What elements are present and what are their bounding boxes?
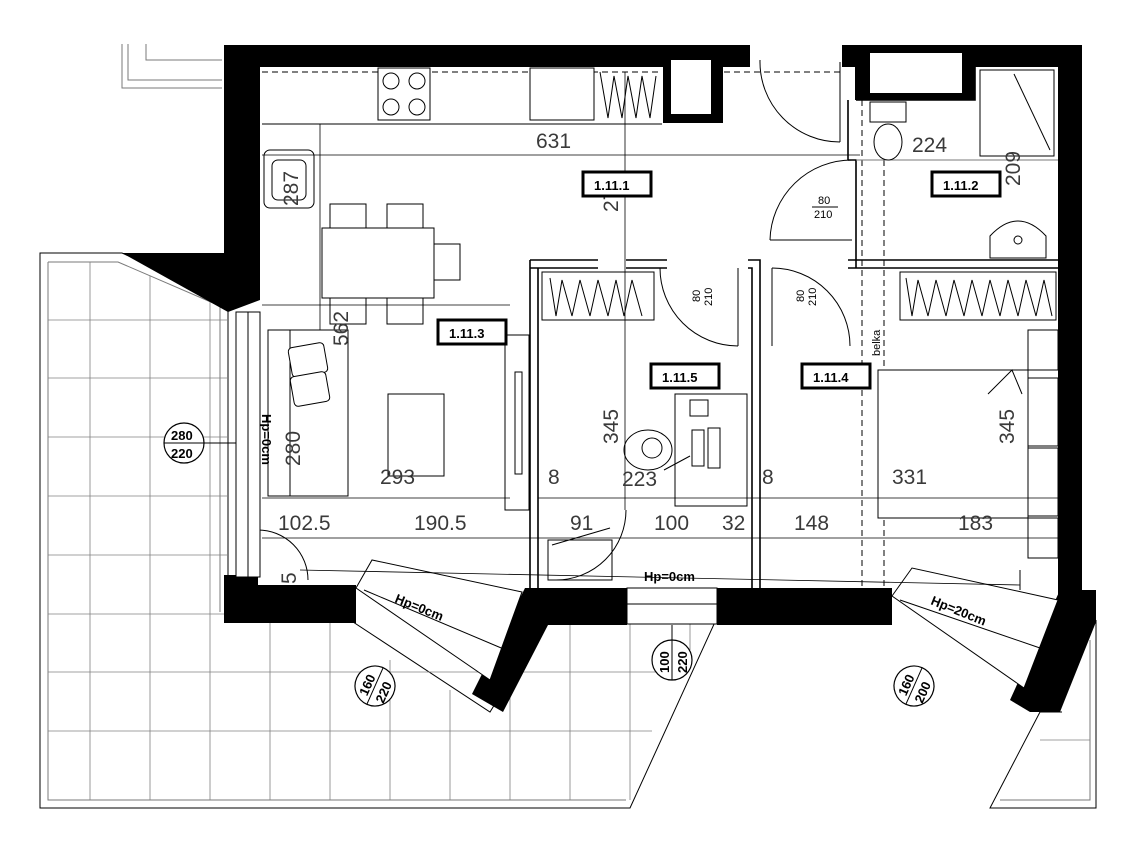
window-tag-room5: 100 220 [651, 639, 693, 681]
sofa [267, 329, 445, 497]
door-80-room5: 80 [691, 290, 703, 302]
window-tag-0-bottom: 220 [171, 446, 193, 461]
room-label-1.11.3: 1.11.3 [436, 318, 508, 346]
dim-chain-2: 91 [570, 512, 593, 535]
window-tag-living-bottom: 160 220 [354, 665, 396, 707]
door-80-room4: 80 [795, 290, 807, 302]
dim-room4-width: 331 [892, 466, 927, 489]
dim-living-left-height: 280 [282, 431, 305, 466]
dim-small-5: 5 [278, 572, 301, 584]
dimension-lines [262, 72, 1058, 586]
dimension-labels: 631 224 209 278 562 287 280 293 345 223 … [278, 130, 1025, 584]
terrace [39, 252, 716, 809]
dim-chain-0: 102.5 [278, 512, 331, 535]
dim-wc-depth: 209 [1002, 151, 1025, 186]
dim-living-width: 293 [380, 466, 415, 489]
exterior-walls [122, 45, 1096, 712]
door-210-room4: 210 [807, 288, 819, 306]
dim-chain-1: 190.5 [414, 512, 467, 535]
window-tag-2-bottom: 220 [675, 651, 690, 673]
room-label-1.11.1: 1.11.1 [581, 170, 653, 198]
dim-wc-width: 224 [912, 134, 947, 157]
dim-chain-4: 32 [722, 512, 745, 535]
dim-room5-width: 223 [622, 468, 657, 491]
door-swings [257, 59, 853, 581]
dim-wall-b: 8 [762, 466, 774, 489]
window-tags: 280 220 160 220 100 220 160 200 [163, 422, 935, 707]
dim-room5-height: 345 [600, 409, 623, 444]
dim-wall-a: 8 [548, 466, 560, 489]
kitchen-counter [262, 67, 662, 209]
room-label-1.11.5-text: 1.11.5 [662, 370, 697, 385]
door-210-room5: 210 [703, 288, 715, 306]
dim-chain-3: 100 [654, 512, 689, 535]
dim-chain-5: 148 [794, 512, 829, 535]
window-tag-2-top: 100 [657, 651, 672, 673]
bathroom-fixtures [869, 69, 1055, 259]
upper-balcony-fragment [121, 44, 222, 89]
sill-left-vertical: Hp=0cm [259, 414, 274, 465]
room-5-furniture [541, 271, 748, 581]
room-label-1.11.3-text: 1.11.3 [449, 326, 484, 341]
dim-living-depth: 562 [330, 311, 353, 346]
room-label-1.11.4-text: 1.11.4 [813, 370, 849, 385]
beam-note: belka [871, 329, 883, 356]
room-label-1.11.1-text: 1.11.1 [594, 178, 629, 193]
window-tag-room4: 160 200 [893, 665, 935, 707]
dim-room4-height: 345 [996, 409, 1019, 444]
tv-cabinet [504, 334, 530, 511]
room-label-1.11.2-text: 1.11.2 [943, 178, 978, 193]
dim-fridge: 287 [280, 171, 303, 206]
door-80-hall: 80 [818, 195, 830, 207]
room-label-1.11.4: 1.11.4 [800, 362, 872, 390]
room-4-furniture [877, 271, 1059, 590]
windows [235, 311, 1059, 689]
dining-table [321, 203, 461, 325]
room-label-1.11.2: 1.11.2 [930, 170, 1002, 198]
sill-room5-window: Hp=0cm [644, 569, 695, 584]
room-label-1.11.5: 1.11.5 [649, 362, 721, 390]
door-labels: 80 210 80 210 80 210 [691, 195, 838, 306]
window-tag-0-top: 280 [171, 428, 193, 443]
door-210-hall: 210 [814, 209, 832, 221]
room-labels: 1.11.1 1.11.2 1.11.3 1.11.4 1.11.5 [436, 170, 1002, 390]
window-tag-living-left: 280 220 [163, 422, 236, 464]
dim-kitchen-width: 631 [536, 130, 571, 153]
dim-chain-6: 183 [958, 512, 993, 535]
